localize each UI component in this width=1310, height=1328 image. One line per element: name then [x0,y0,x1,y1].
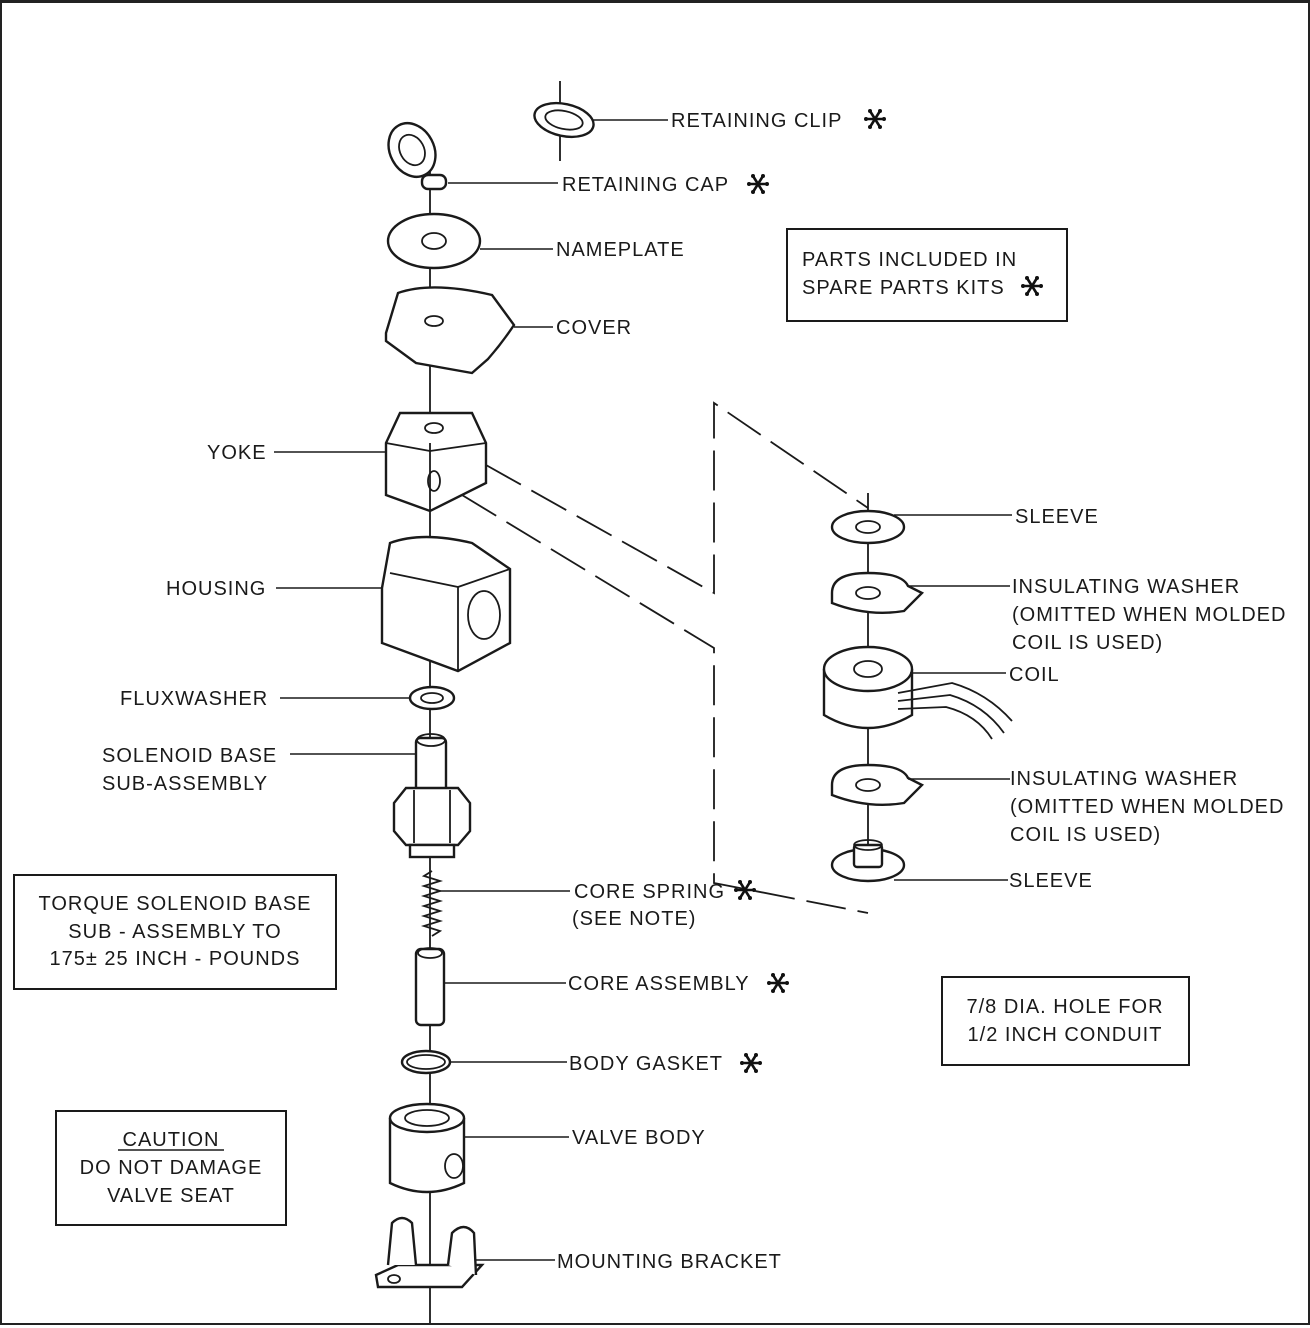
cover-part [384,286,553,375]
label-core-spring: CORE SPRING [574,881,725,903]
label-yoke: YOKE [207,442,267,464]
spare-part-star-icon [862,107,888,131]
caution-title: CAUTION [123,1129,220,1151]
label-valve-body: VALVE BODY [572,1127,706,1149]
spare-parts-note-box: PARTS INCLUDED IN SPARE PARTS KITS [786,228,1068,322]
spare-parts-note-line1: PARTS INCLUDED IN [802,249,1017,271]
valve-body-part [388,1102,569,1194]
solenoid-base-part [290,733,472,859]
label-insulating-washer-bottom: INSULATING WASHER [1010,768,1238,790]
nameplate-part [386,212,553,270]
caution-line3: VALVE SEAT [107,1185,235,1207]
label-insulating-washer-top-note1: (OMITTED WHEN MOLDED [1012,604,1286,626]
spare-part-star-icon [732,878,758,902]
torque-note-line1: TORQUE SOLENOID BASE [38,893,311,915]
core-assembly-part [414,947,566,1027]
spare-part-star-icon [765,971,791,995]
label-core-assembly: CORE ASSEMBLY [568,973,750,995]
label-core-spring-note: (SEE NOTE) [572,908,696,930]
retaining-cap-part [387,122,558,191]
label-mounting-bracket: MOUNTING BRACKET [557,1251,782,1273]
label-coil: COIL [1009,664,1060,686]
label-insulating-washer-bottom-note2: COIL IS USED) [1010,824,1161,846]
sleeve-bottom-part [830,839,1008,883]
connection-dashed-lines [461,401,869,914]
label-sleeve-bottom: SLEEVE [1009,870,1093,892]
spare-parts-note-line2: SPARE PARTS KITS [802,277,1005,299]
conduit-note-box: 7/8 DIA. HOLE FOR 1/2 INCH CONDUIT [941,976,1190,1066]
label-insulating-washer-top-note2: COIL IS USED) [1012,632,1163,654]
conduit-note-line1: 7/8 DIA. HOLE FOR [966,996,1163,1018]
caution-note-box: CAUTION DO NOT DAMAGE VALVE SEAT [55,1110,287,1226]
label-sleeve-top: SLEEVE [1015,506,1099,528]
conduit-note-line2: 1/2 INCH CONDUIT [968,1024,1163,1046]
label-housing: HOUSING [166,578,266,600]
body-gasket-part [400,1049,567,1075]
insulating-washer-top-part [830,571,1010,614]
sleeve-top-part [830,509,1012,545]
label-cover: COVER [556,317,632,339]
housing-part [276,535,512,673]
retaining-clip-part [533,101,668,139]
label-fluxwasher: FLUXWASHER [120,688,268,710]
fluxwasher-part [280,685,456,711]
spare-part-star-icon [738,1051,764,1075]
spare-part-star-icon [745,172,771,196]
caution-line2: DO NOT DAMAGE [80,1157,263,1179]
insulating-washer-bottom-part [830,763,1010,806]
core-spring-part [420,870,570,937]
exploded-view-diagram: RETAINING CLIP RETAINING CAP NAMEPLATE C… [13,81,1286,1323]
label-nameplate: NAMEPLATE [556,239,685,261]
label-retaining-clip: RETAINING CLIP [671,110,842,132]
torque-note-line2: SUB - ASSEMBLY TO [68,921,281,943]
coil-part [822,645,1013,740]
label-insulating-washer-bottom-note1: (OMITTED WHEN MOLDED [1010,796,1284,818]
label-solenoid-base-sub: SUB-ASSEMBLY [102,773,268,795]
mounting-bracket-part [374,1216,555,1289]
label-body-gasket: BODY GASKET [569,1053,723,1075]
torque-note-line3: 175± 25 INCH - POUNDS [50,948,301,970]
yoke-part [274,411,488,513]
torque-note-box: TORQUE SOLENOID BASE SUB - ASSEMBLY TO 1… [13,874,337,990]
label-solenoid-base: SOLENOID BASE [102,745,277,767]
label-retaining-cap: RETAINING CAP [562,174,729,196]
label-insulating-washer-top: INSULATING WASHER [1012,576,1240,598]
